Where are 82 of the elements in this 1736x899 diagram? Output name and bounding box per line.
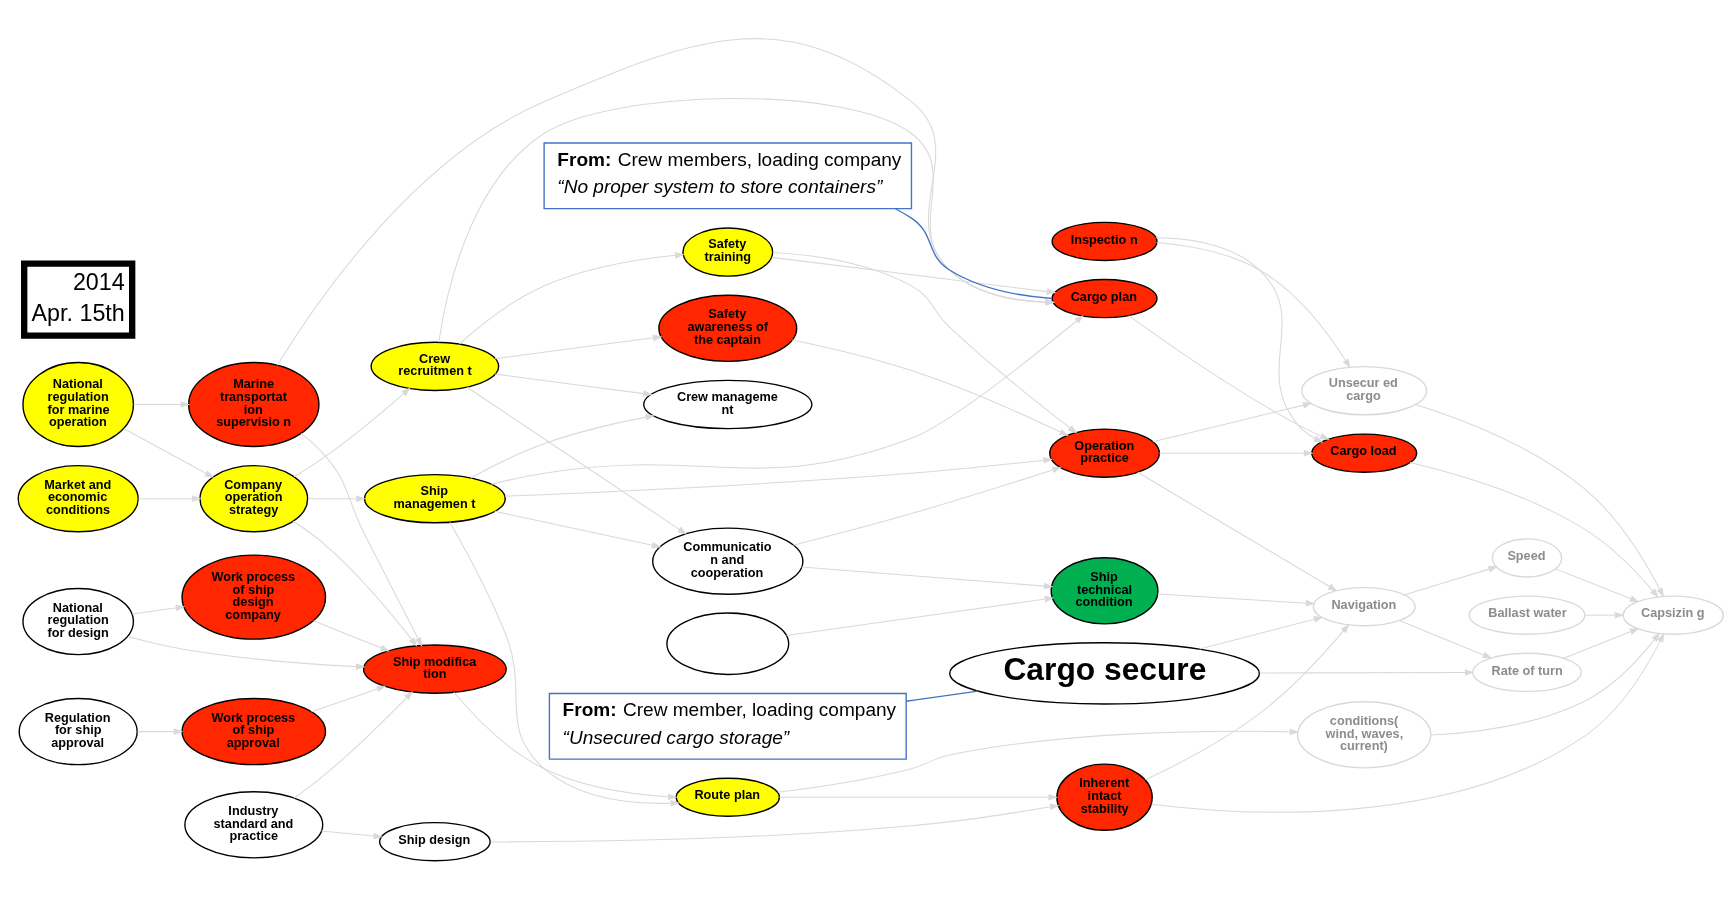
arrow bbox=[470, 413, 656, 479]
node-ellipse: Marine transportat ion supervisio n bbox=[187, 361, 320, 448]
arrow bbox=[778, 793, 1058, 801]
node-ellipse: Route plan bbox=[675, 777, 781, 817]
arrow bbox=[777, 728, 1300, 793]
arrow bbox=[1151, 632, 1665, 813]
arrow bbox=[293, 387, 411, 478]
arrow bbox=[1137, 471, 1338, 592]
node-ellipse: Market and economic conditions bbox=[17, 464, 139, 533]
arrow bbox=[320, 830, 383, 840]
arrow bbox=[1414, 404, 1664, 598]
arrow bbox=[136, 728, 184, 735]
arrow bbox=[771, 256, 1057, 295]
arrow bbox=[786, 595, 1055, 637]
node-ellipse: Ship technical condition bbox=[1050, 557, 1159, 625]
node-ellipse: National regulation for design bbox=[22, 587, 135, 656]
arrow bbox=[1128, 315, 1330, 440]
node-ellipse: National regulation for marine operation bbox=[22, 361, 135, 448]
arrow bbox=[1430, 632, 1661, 736]
arrow bbox=[1584, 611, 1625, 619]
arrow bbox=[494, 334, 663, 360]
node-box: From: Crew members, loading company “No proper system to store containers” bbox=[543, 142, 913, 210]
node-ellipse: Work process of ship design company bbox=[181, 554, 327, 640]
connector bbox=[905, 690, 979, 702]
arrow bbox=[1403, 566, 1498, 596]
arrow bbox=[1157, 593, 1316, 607]
node-ellipse: Cargo plan bbox=[1051, 278, 1158, 319]
node-ellipse: Safety training bbox=[682, 227, 774, 277]
arrow bbox=[791, 339, 1069, 437]
arrow bbox=[453, 691, 678, 800]
node-ellipse: Speed bbox=[1491, 538, 1563, 578]
arrow bbox=[504, 456, 1053, 497]
node-ellipse: Cargo secure bbox=[949, 642, 1261, 705]
arrow bbox=[449, 521, 681, 807]
arrow bbox=[772, 251, 1078, 434]
arrow bbox=[1155, 237, 1324, 443]
arrow bbox=[494, 510, 662, 549]
arrow bbox=[1158, 449, 1314, 457]
arrow bbox=[1554, 568, 1640, 603]
label: Apr. 15th bbox=[31, 300, 125, 327]
node-ellipse: Work process of ship approval bbox=[181, 697, 327, 766]
arrow bbox=[310, 685, 387, 713]
node-ellipse: Crew recruitmen t bbox=[370, 341, 500, 392]
arrow bbox=[137, 495, 202, 503]
node-ellipse: Industry standard and practice bbox=[184, 791, 324, 859]
arrow bbox=[792, 466, 1062, 546]
arrow bbox=[131, 604, 186, 615]
node-ellipse: Ship managemen t bbox=[363, 473, 506, 524]
arrow bbox=[1156, 241, 1351, 369]
node-ellipse: Safety awareness of the captain bbox=[658, 294, 798, 362]
node-ellipse: conditions( wind, waves, current) bbox=[1297, 701, 1432, 769]
arrow bbox=[292, 520, 418, 647]
arrow bbox=[466, 386, 687, 535]
node-ellipse: Inherent intact stability bbox=[1056, 763, 1153, 831]
arrow bbox=[494, 373, 653, 397]
arrow bbox=[801, 566, 1054, 590]
node-ellipse bbox=[666, 612, 790, 676]
arrow bbox=[1563, 628, 1640, 659]
node-box: From: Crew member, loading company “Unsecured cargo storage” bbox=[548, 692, 907, 760]
node-ellipse: Company operation strategy bbox=[199, 464, 309, 533]
node-ellipse: Ballast water bbox=[1468, 595, 1586, 635]
arrow bbox=[307, 495, 366, 503]
arrow bbox=[490, 314, 1084, 485]
node-ellipse: Regulation for ship approval bbox=[18, 697, 138, 766]
node-ellipse: Inspectio n bbox=[1051, 221, 1158, 262]
arrow bbox=[300, 432, 423, 647]
arrow bbox=[1152, 402, 1313, 443]
arrow bbox=[133, 401, 191, 408]
arrow bbox=[1409, 462, 1659, 598]
arrow bbox=[312, 620, 390, 652]
connector bbox=[894, 208, 1053, 300]
arrow bbox=[123, 428, 215, 478]
arrow bbox=[1398, 620, 1493, 659]
arrow bbox=[1259, 669, 1475, 676]
arrow bbox=[490, 803, 1060, 843]
arrow bbox=[127, 636, 366, 670]
arrow bbox=[1145, 623, 1350, 781]
label: 2014 bbox=[72, 268, 125, 295]
arrow bbox=[293, 691, 414, 799]
arrow bbox=[1199, 616, 1324, 650]
node-ellipse: Ship design bbox=[379, 821, 491, 862]
arrow bbox=[458, 252, 685, 345]
